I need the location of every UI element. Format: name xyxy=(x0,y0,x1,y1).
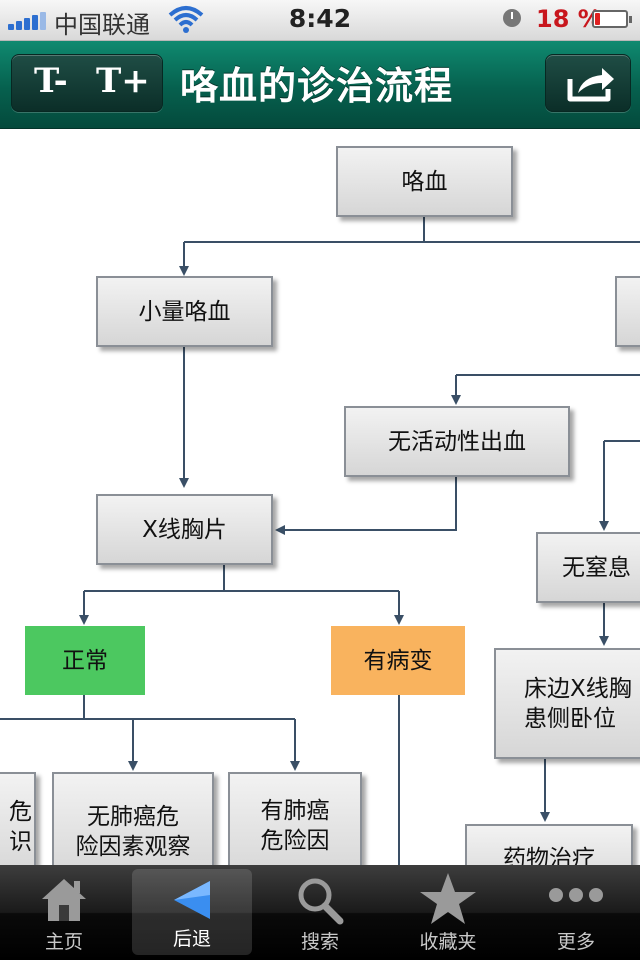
carrier-name: 中国联通 xyxy=(54,11,150,39)
share-icon xyxy=(567,68,614,102)
signal-strength-icon xyxy=(8,12,48,30)
alarm-clock-icon xyxy=(503,9,521,27)
node-no-active-bleeding: 无活动性出血 xyxy=(344,406,570,477)
node-no-suffocation: 无窒息 xyxy=(536,532,640,603)
battery-icon xyxy=(592,10,632,28)
more-icon xyxy=(549,888,603,902)
share-button[interactable] xyxy=(545,54,631,112)
tab-back[interactable]: 后退 xyxy=(132,869,252,955)
node-small-hemoptysis: 小量咯血 xyxy=(96,276,273,347)
tab-home[interactable]: 主页 xyxy=(0,865,128,960)
clock-time: 8:42 xyxy=(288,4,352,33)
node-no-lung-cancer-risk: 无肺癌危 险因素观察 xyxy=(52,772,214,865)
font-increase-button[interactable]: T+ xyxy=(96,61,150,101)
node-drug-treatment: 药物治疗 xyxy=(465,824,633,865)
tab-search[interactable]: 搜索 xyxy=(256,865,384,960)
node-chest-xray: X线胸片 xyxy=(96,494,273,565)
font-decrease-button[interactable]: T- xyxy=(34,61,68,101)
search-icon xyxy=(298,878,344,925)
home-icon xyxy=(42,879,86,921)
node-lesion: 有病变 xyxy=(331,626,465,695)
page-title: 咯血的诊治流程 xyxy=(180,64,454,108)
node-left-clipped: 危 识 xyxy=(0,772,36,865)
battery-percent: 18 % xyxy=(536,5,602,33)
star-icon xyxy=(420,873,476,924)
status-bar: 中国联通 8:42 18 % xyxy=(0,0,640,41)
tab-favorites[interactable]: 收藏夹 xyxy=(384,865,512,960)
back-arrow-icon xyxy=(174,881,210,919)
node-bedside-xray: 床边X线胸 患侧卧位 xyxy=(494,648,640,759)
flowchart-view[interactable]: 咯血 小量咯血 无活动性出血 X线胸片 无窒息 正常 有病变 床边X线胸 患侧卧… xyxy=(0,129,640,865)
tab-more[interactable]: 更多 xyxy=(512,865,640,960)
node-normal: 正常 xyxy=(25,626,145,695)
font-size-control: T- T+ xyxy=(11,54,163,112)
wifi-icon xyxy=(168,6,204,33)
tab-bar: 主页 后退 搜索 收藏夹 更多 xyxy=(0,865,640,960)
node-hemoptysis: 咯血 xyxy=(336,146,513,217)
node-has-lung-cancer-risk: 有肺癌 危险因 xyxy=(228,772,362,865)
node-right-clipped xyxy=(615,276,640,347)
flowchart-connectors xyxy=(0,216,640,865)
navigation-bar: T- T+ 咯血的诊治流程 xyxy=(0,41,640,129)
